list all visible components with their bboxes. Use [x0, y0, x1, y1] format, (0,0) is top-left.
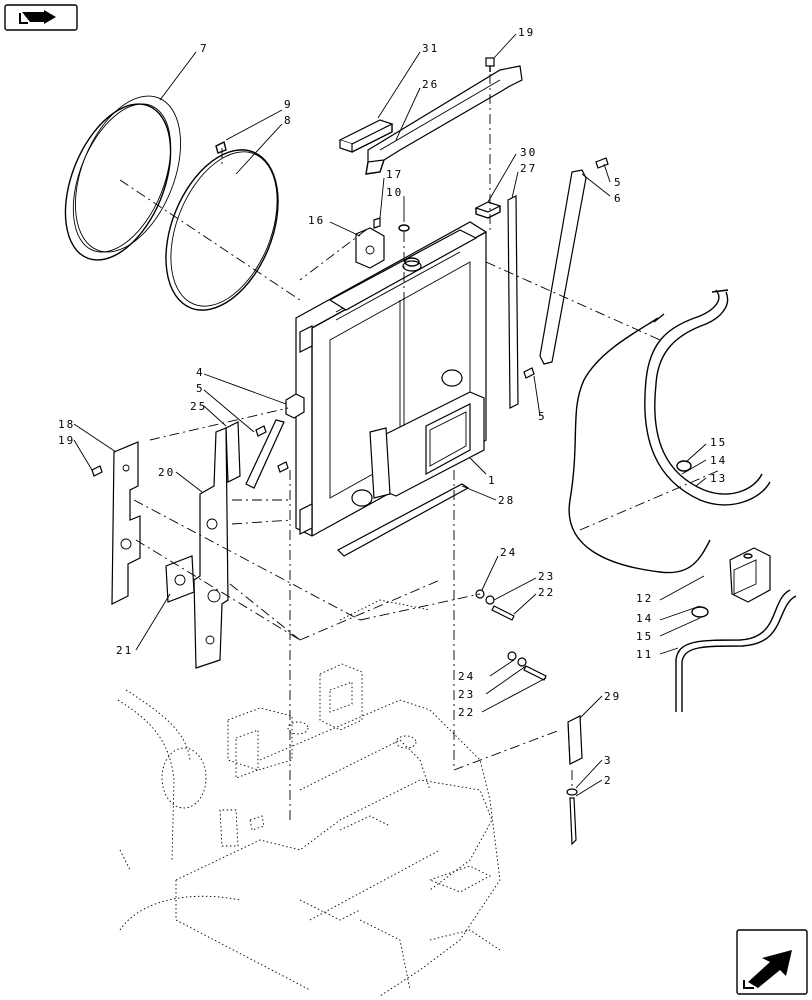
assembly-centerlines — [119, 74, 721, 820]
part-bolt-5b — [523, 367, 535, 379]
callout-19-top: 19 — [518, 26, 535, 39]
part-clamp-15-upper — [676, 460, 692, 472]
part-gasket-21 — [165, 555, 195, 603]
callout-17: 17 — [386, 168, 403, 181]
top-nav-button[interactable] — [4, 4, 78, 31]
callout-1: 1 — [488, 474, 497, 487]
part-hose-11 — [675, 589, 797, 712]
part-foam-30 — [474, 201, 502, 219]
part-ring-7 — [64, 95, 182, 261]
callout-19-left: 19 — [58, 434, 75, 447]
bookmark-arrow-icon — [19, 10, 56, 24]
callout-31: 31 — [422, 42, 439, 55]
bottom-nav-button[interactable] — [736, 929, 808, 995]
callout-12: 12 — [636, 592, 653, 605]
callout-22-a: 22 — [538, 586, 555, 599]
callout-29: 29 — [604, 690, 621, 703]
part-bolt-set-upper — [475, 589, 515, 621]
part-stay-6 — [539, 169, 587, 365]
callout-8: 8 — [284, 114, 293, 127]
part-bracket-26 — [365, 65, 523, 175]
part-plate-20 — [193, 427, 229, 669]
callout-26: 26 — [422, 78, 439, 91]
part-clamp-15-lower — [691, 606, 709, 618]
part-hose-13 — [644, 289, 771, 506]
callout-5-b: 5 — [538, 410, 547, 423]
callout-labels: 7 9 8 31 26 19 30 27 17 10 16 5 6 5 4 5 … — [58, 26, 727, 787]
callout-5-a: 5 — [614, 176, 623, 189]
part-clip-9 — [215, 140, 227, 154]
callout-15-a: 15 — [710, 436, 727, 449]
callout-28: 28 — [498, 494, 515, 507]
part-bolt-5c — [255, 425, 267, 437]
callout-15-b: 15 — [636, 630, 653, 643]
callout-18: 18 — [58, 418, 75, 431]
callout-11: 11 — [636, 648, 653, 661]
callout-30: 30 — [520, 146, 537, 159]
callout-4: 4 — [196, 366, 205, 379]
callout-14-a: 14 — [710, 454, 727, 467]
callout-7: 7 — [200, 42, 209, 55]
part-bolt-19-left — [91, 465, 103, 477]
machine-frame-dotted — [117, 599, 501, 997]
callout-3: 3 — [604, 754, 613, 767]
callout-27: 27 — [520, 162, 537, 175]
callout-21: 21 — [116, 644, 133, 657]
callout-23-b: 23 — [458, 688, 475, 701]
callout-23-a: 23 — [538, 570, 555, 583]
part-seal-27 — [507, 195, 519, 409]
part-foam-31 — [338, 119, 394, 153]
callout-6: 6 — [614, 192, 623, 205]
part-bolt-19-top — [485, 57, 495, 72]
callout-5-c: 5 — [196, 382, 205, 395]
callout-16: 16 — [308, 214, 325, 227]
part-bracket-16 — [355, 227, 385, 269]
callout-22-b: 22 — [458, 706, 475, 719]
callout-leaders — [73, 33, 707, 797]
part-plate-25 — [225, 421, 241, 483]
callout-24-b: 24 — [458, 670, 475, 683]
part-bolt-5a — [595, 157, 609, 169]
part-hose-12 — [568, 313, 711, 574]
callout-14-b: 14 — [636, 612, 653, 625]
part-bolt-set-lower — [507, 651, 547, 681]
part-reserve-tank — [729, 547, 771, 603]
part-radiator-1 — [295, 221, 487, 537]
callout-10: 10 — [386, 186, 403, 199]
callout-24-a: 24 — [500, 546, 517, 559]
part-bolt-5d — [277, 461, 289, 473]
callout-9: 9 — [284, 98, 293, 111]
callout-13: 13 — [710, 472, 727, 485]
part-bolt-17 — [373, 217, 381, 229]
part-pad-29 — [567, 715, 583, 765]
next-page-arrow-icon — [743, 950, 792, 989]
callout-2: 2 — [604, 774, 613, 787]
part-bracket-4 — [245, 393, 305, 489]
callout-25: 25 — [190, 400, 207, 413]
part-plate-18 — [111, 441, 141, 605]
part-bolt-2 — [566, 788, 578, 846]
part-washer-10 — [398, 224, 410, 232]
callout-20: 20 — [158, 466, 175, 479]
